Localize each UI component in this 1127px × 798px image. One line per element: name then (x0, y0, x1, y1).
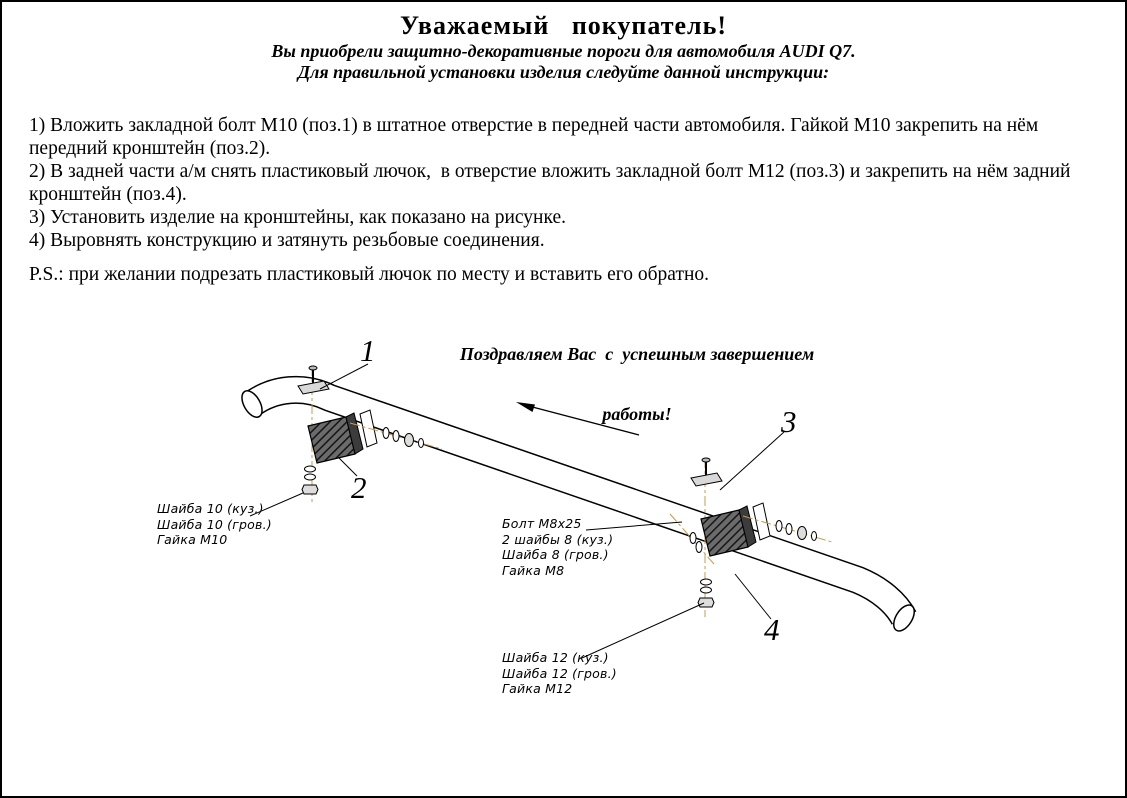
rear-nut (697, 597, 715, 608)
front-washer-body (304, 465, 316, 473)
front-side-plate (359, 409, 378, 448)
rear-nut-label: Шайба 12 (куз.) Шайба 12 (гров.) Гайка М… (502, 650, 617, 697)
callout-4: 4 (764, 612, 780, 647)
rear-bolt-axis (669, 513, 715, 565)
tube-rear-cap (892, 604, 916, 632)
callout-2: 2 (351, 470, 367, 505)
rear-washer-spring (700, 586, 712, 594)
rear-bracket (700, 509, 749, 557)
instruction-item-1: 1) Вложить закладной болт М10 (поз.1) в … (29, 115, 1044, 159)
header: Уважаемый покупатель! Вы приобрели защит… (2, 2, 1125, 83)
page-subtitle-1: Вы приобрели защитно-декоративные пороги… (271, 41, 856, 61)
front-anchor-plate (297, 380, 330, 395)
front-washer-spring (304, 473, 316, 481)
part-label-line: Болт М8х25 (502, 516, 582, 531)
rear-anchor-plate (690, 472, 723, 487)
congrats-line-1: Поздравляем Вас с успешным завершением (459, 344, 815, 364)
rear-bracket-assembly (669, 457, 833, 617)
front-bracket (307, 416, 356, 464)
front-nut (301, 484, 319, 495)
rear-fastener-axis (742, 515, 833, 543)
part-label-line: Шайба 10 (гров.) (157, 516, 272, 532)
page-subtitle-2: Для правильной установки изделия следуйт… (297, 62, 830, 82)
front-nut-label: Шайба 10 (куз.) Шайба 10 (гров.) Гайка М… (157, 501, 272, 548)
instruction-item-4: 4) Выровнять конструкцию и затянуть резь… (29, 230, 545, 251)
instruction-item-2: 2) В задней части а/м снять пластиковый … (29, 161, 1076, 205)
rear-washer-body (700, 578, 712, 586)
part-label-line: Гайка М8 (502, 562, 565, 578)
rear-side-plate (752, 502, 771, 541)
ps-note: P.S.: при желании подрезать пластиковый … (29, 264, 710, 285)
part-label-line: Шайба 12 (куз.) (502, 650, 609, 665)
callout-1: 1 (360, 333, 376, 368)
page-title: Уважаемый покупатель! (399, 11, 728, 40)
part-label-line: Шайба 10 (куз.) (157, 501, 264, 516)
instruction-item-3: 3) Установить изделие на кронштейны, как… (29, 207, 566, 228)
part-label-line: 2 шайбы 8 (куз.) (502, 531, 614, 547)
callout-3: 3 (781, 404, 797, 439)
congrats-text: Поздравляем Вас с успешным завершением р… (422, 304, 852, 464)
part-label-line: Гайка М12 (502, 681, 573, 696)
rear-bolt-label: Болт М8х25 2 шайбы 8 (куз.) Шайба 8 (гро… (502, 516, 613, 578)
part-label-line: Гайка М10 (157, 532, 228, 547)
front-bracket-assembly (297, 365, 443, 502)
tube-front-cap (241, 390, 263, 418)
instructions-list: 1) Вложить закладной болт М10 (поз.1) в … (29, 114, 1099, 286)
part-label-line: Шайба 12 (гров.) (502, 665, 617, 681)
part-label-line: Шайба 8 (гров.) (502, 547, 609, 562)
